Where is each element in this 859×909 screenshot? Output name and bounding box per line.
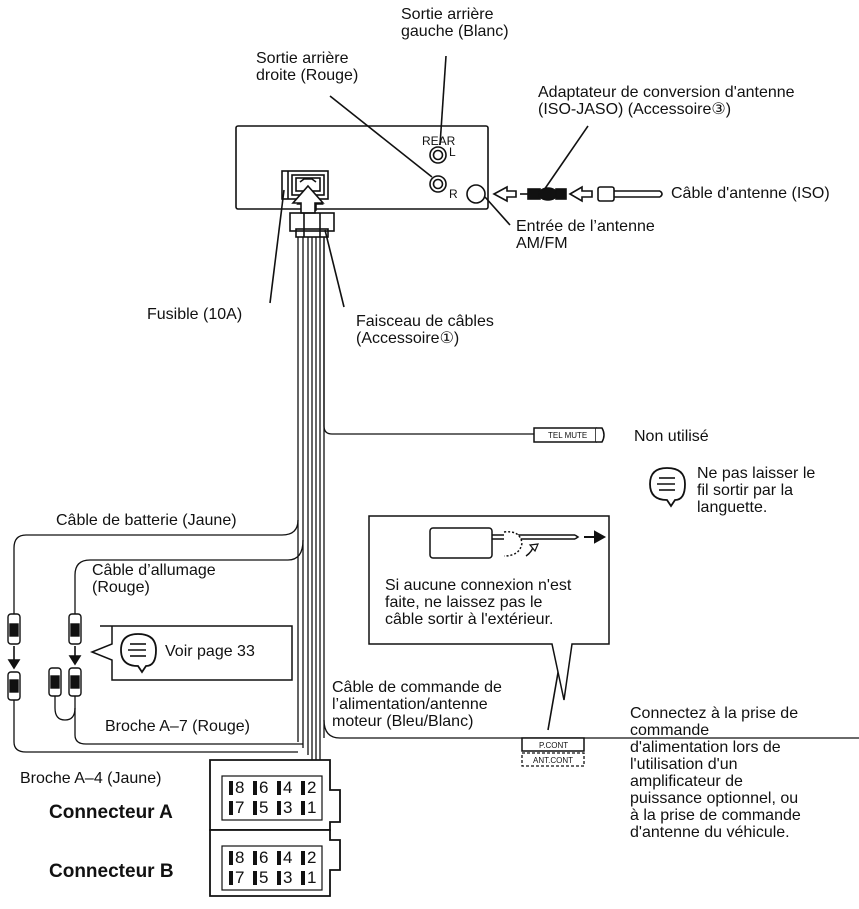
connector-a-label: Connecteur A: [49, 802, 173, 823]
not-used-label: Non utilisé: [634, 428, 709, 445]
rear-right-out-label: Sortie arrière droite (Rouge): [256, 50, 359, 84]
r-marker: R: [449, 187, 458, 201]
pcont-tag-label: P.CONT: [539, 741, 569, 750]
connector-b-label: Connecteur B: [49, 861, 174, 882]
connect-note: Connectez à la prise de commande d'alime…: [630, 705, 801, 841]
pin-b-5: 5: [259, 868, 269, 887]
pin-markers: [229, 781, 305, 885]
ignition-cable-label: Câble d’allumage (Rouge): [92, 562, 216, 596]
arrow-right-icon: [584, 530, 607, 544]
pin-b-7: 7: [235, 868, 245, 887]
harness-plug: [289, 212, 335, 238]
pin-b-1: 1: [307, 868, 317, 887]
pin-a7-label: Broche A–7 (Rouge): [105, 718, 250, 735]
antcont-tag-label: ANT.CONT: [533, 756, 573, 765]
see-page-label: Voir page 33: [165, 643, 255, 660]
antcont-tag: [521, 752, 585, 767]
pin-a4-label: Broche A–4 (Jaune): [20, 770, 162, 787]
antenna-adapter-label: Adaptateur de conversion d'antenne (ISO-…: [538, 84, 795, 118]
battery-cable-label: Câble de batterie (Jaune): [56, 512, 237, 529]
pin-a-6: 6: [259, 778, 269, 797]
antenna-input-label: Entrée de l’antenne AM/FM: [516, 218, 655, 252]
no-tab-note: Ne pas laisser le fil sortir par la lang…: [697, 465, 816, 516]
pin-a-5: 5: [259, 798, 269, 817]
head-unit-body: [235, 125, 489, 210]
harness-label: Faisceau de câbles (Accessoire①): [356, 313, 494, 347]
pin-a-1: 1: [307, 798, 317, 817]
pin-b-8: 8: [235, 848, 245, 867]
battery-plug-top: [7, 613, 21, 645]
l-marker: L: [449, 145, 456, 159]
tel-mute-tag-label: TEL MUTE: [548, 431, 588, 440]
rear-right-jack: [429, 175, 447, 193]
speech-note-icon: [649, 467, 686, 508]
ignition-plug-top: [68, 613, 82, 645]
battery-plug-bottom: [7, 671, 21, 701]
rear-left-out-label: Sortie arrière gauche (Blanc): [401, 6, 509, 40]
antenna-adapter: [492, 185, 663, 203]
pin-a-2: 2: [307, 778, 317, 797]
ignition-plug-bottom: [48, 667, 82, 697]
pin-b-2: 2: [307, 848, 317, 867]
no-connection-note: Si aucune connexion n'est faite, ne lais…: [385, 577, 572, 628]
pin-a-7: 7: [235, 798, 245, 817]
pin-a-8: 8: [235, 778, 245, 797]
pin-b-6: 6: [259, 848, 269, 867]
rear-marker: REAR: [422, 134, 456, 148]
down-arrow-icon: [7, 646, 82, 670]
fuse-label: Fusible (10A): [147, 306, 243, 323]
no-connection-note-box: [368, 515, 610, 701]
power-control-cable-label: Câble de commande de l’alimentation/ante…: [332, 679, 502, 730]
rear-left-jack: [429, 146, 447, 164]
pin-b-4: 4: [283, 848, 293, 867]
antenna-input-jack: [466, 184, 486, 204]
pin-b-3: 3: [283, 868, 293, 887]
pin-a-4: 4: [283, 778, 293, 797]
antenna-cable-label: Câble d'antenne (ISO): [671, 185, 830, 202]
tel-mute-tag: [533, 427, 605, 443]
pin-a-3: 3: [283, 798, 293, 817]
pcont-tag: [521, 737, 585, 752]
speech-note-icon: [120, 633, 157, 674]
harness-trunk: [13, 237, 859, 760]
